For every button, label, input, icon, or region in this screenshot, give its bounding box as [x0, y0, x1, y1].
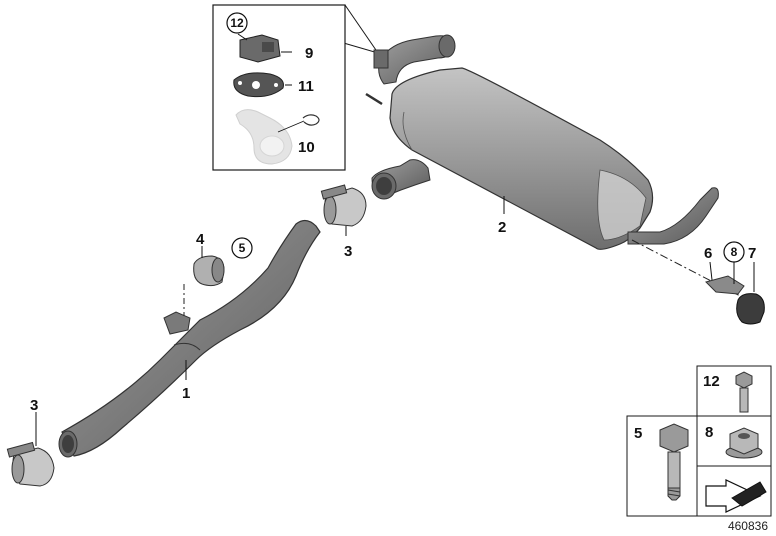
retaining-clip: [302, 114, 320, 126]
callout-label-5: 5: [239, 241, 246, 255]
mount-axis-line: [631, 239, 745, 299]
bolt-long-icon: [659, 423, 689, 501]
hardware-legend: 12 5 8: [626, 365, 772, 517]
callout-label-11: 11: [298, 78, 314, 95]
callout-label-3-front: 3: [30, 397, 38, 414]
callout-label-3-middle: 3: [344, 243, 352, 260]
callout-label-10: 10: [298, 139, 315, 156]
callout-label-2: 2: [498, 219, 506, 236]
mount-bracket: [705, 261, 745, 295]
callout-12-leader: [237, 33, 248, 41]
callout-circle-12-inset: [226, 12, 248, 34]
callout-circle-8: [723, 241, 745, 263]
flap-valve-body: [373, 49, 389, 69]
front-pipe: [58, 219, 321, 458]
legend-label-8: 8: [705, 424, 713, 441]
clamp-middle: [320, 184, 367, 236]
legend-label-5: 5: [634, 425, 642, 442]
clip-leader: [277, 120, 305, 133]
pipe-bracket: [163, 311, 191, 335]
callout-circle-5: [231, 237, 253, 259]
rear-muffler: [365, 34, 745, 299]
callout-label-7: 7: [748, 245, 756, 262]
flange-nut-icon: [725, 427, 763, 459]
direction-arrow-icon: [705, 479, 767, 513]
clamp-front: [6, 412, 55, 487]
callout-label-4: 4: [196, 231, 205, 248]
legend-label-12: 12: [703, 373, 720, 390]
actuator-gasket: [233, 72, 292, 98]
callout-label-9: 9: [305, 45, 313, 62]
diagram-reference-number: 460836: [728, 519, 768, 533]
callout-label-8: 8: [731, 245, 738, 259]
rubber-hanger: [193, 246, 225, 287]
flap-actuator: [239, 34, 292, 63]
rubber-mount: [736, 262, 765, 325]
callout-label-1: 1: [182, 385, 190, 402]
bolt-short-icon: [735, 371, 753, 413]
callout-label-6: 6: [704, 245, 712, 262]
flap-housing-ghost: [235, 109, 293, 165]
callouts: 12 9 11 10 2 3 4 5 1 3 6 8 7: [30, 12, 756, 414]
callout-label-12-inset: 12: [230, 16, 244, 30]
